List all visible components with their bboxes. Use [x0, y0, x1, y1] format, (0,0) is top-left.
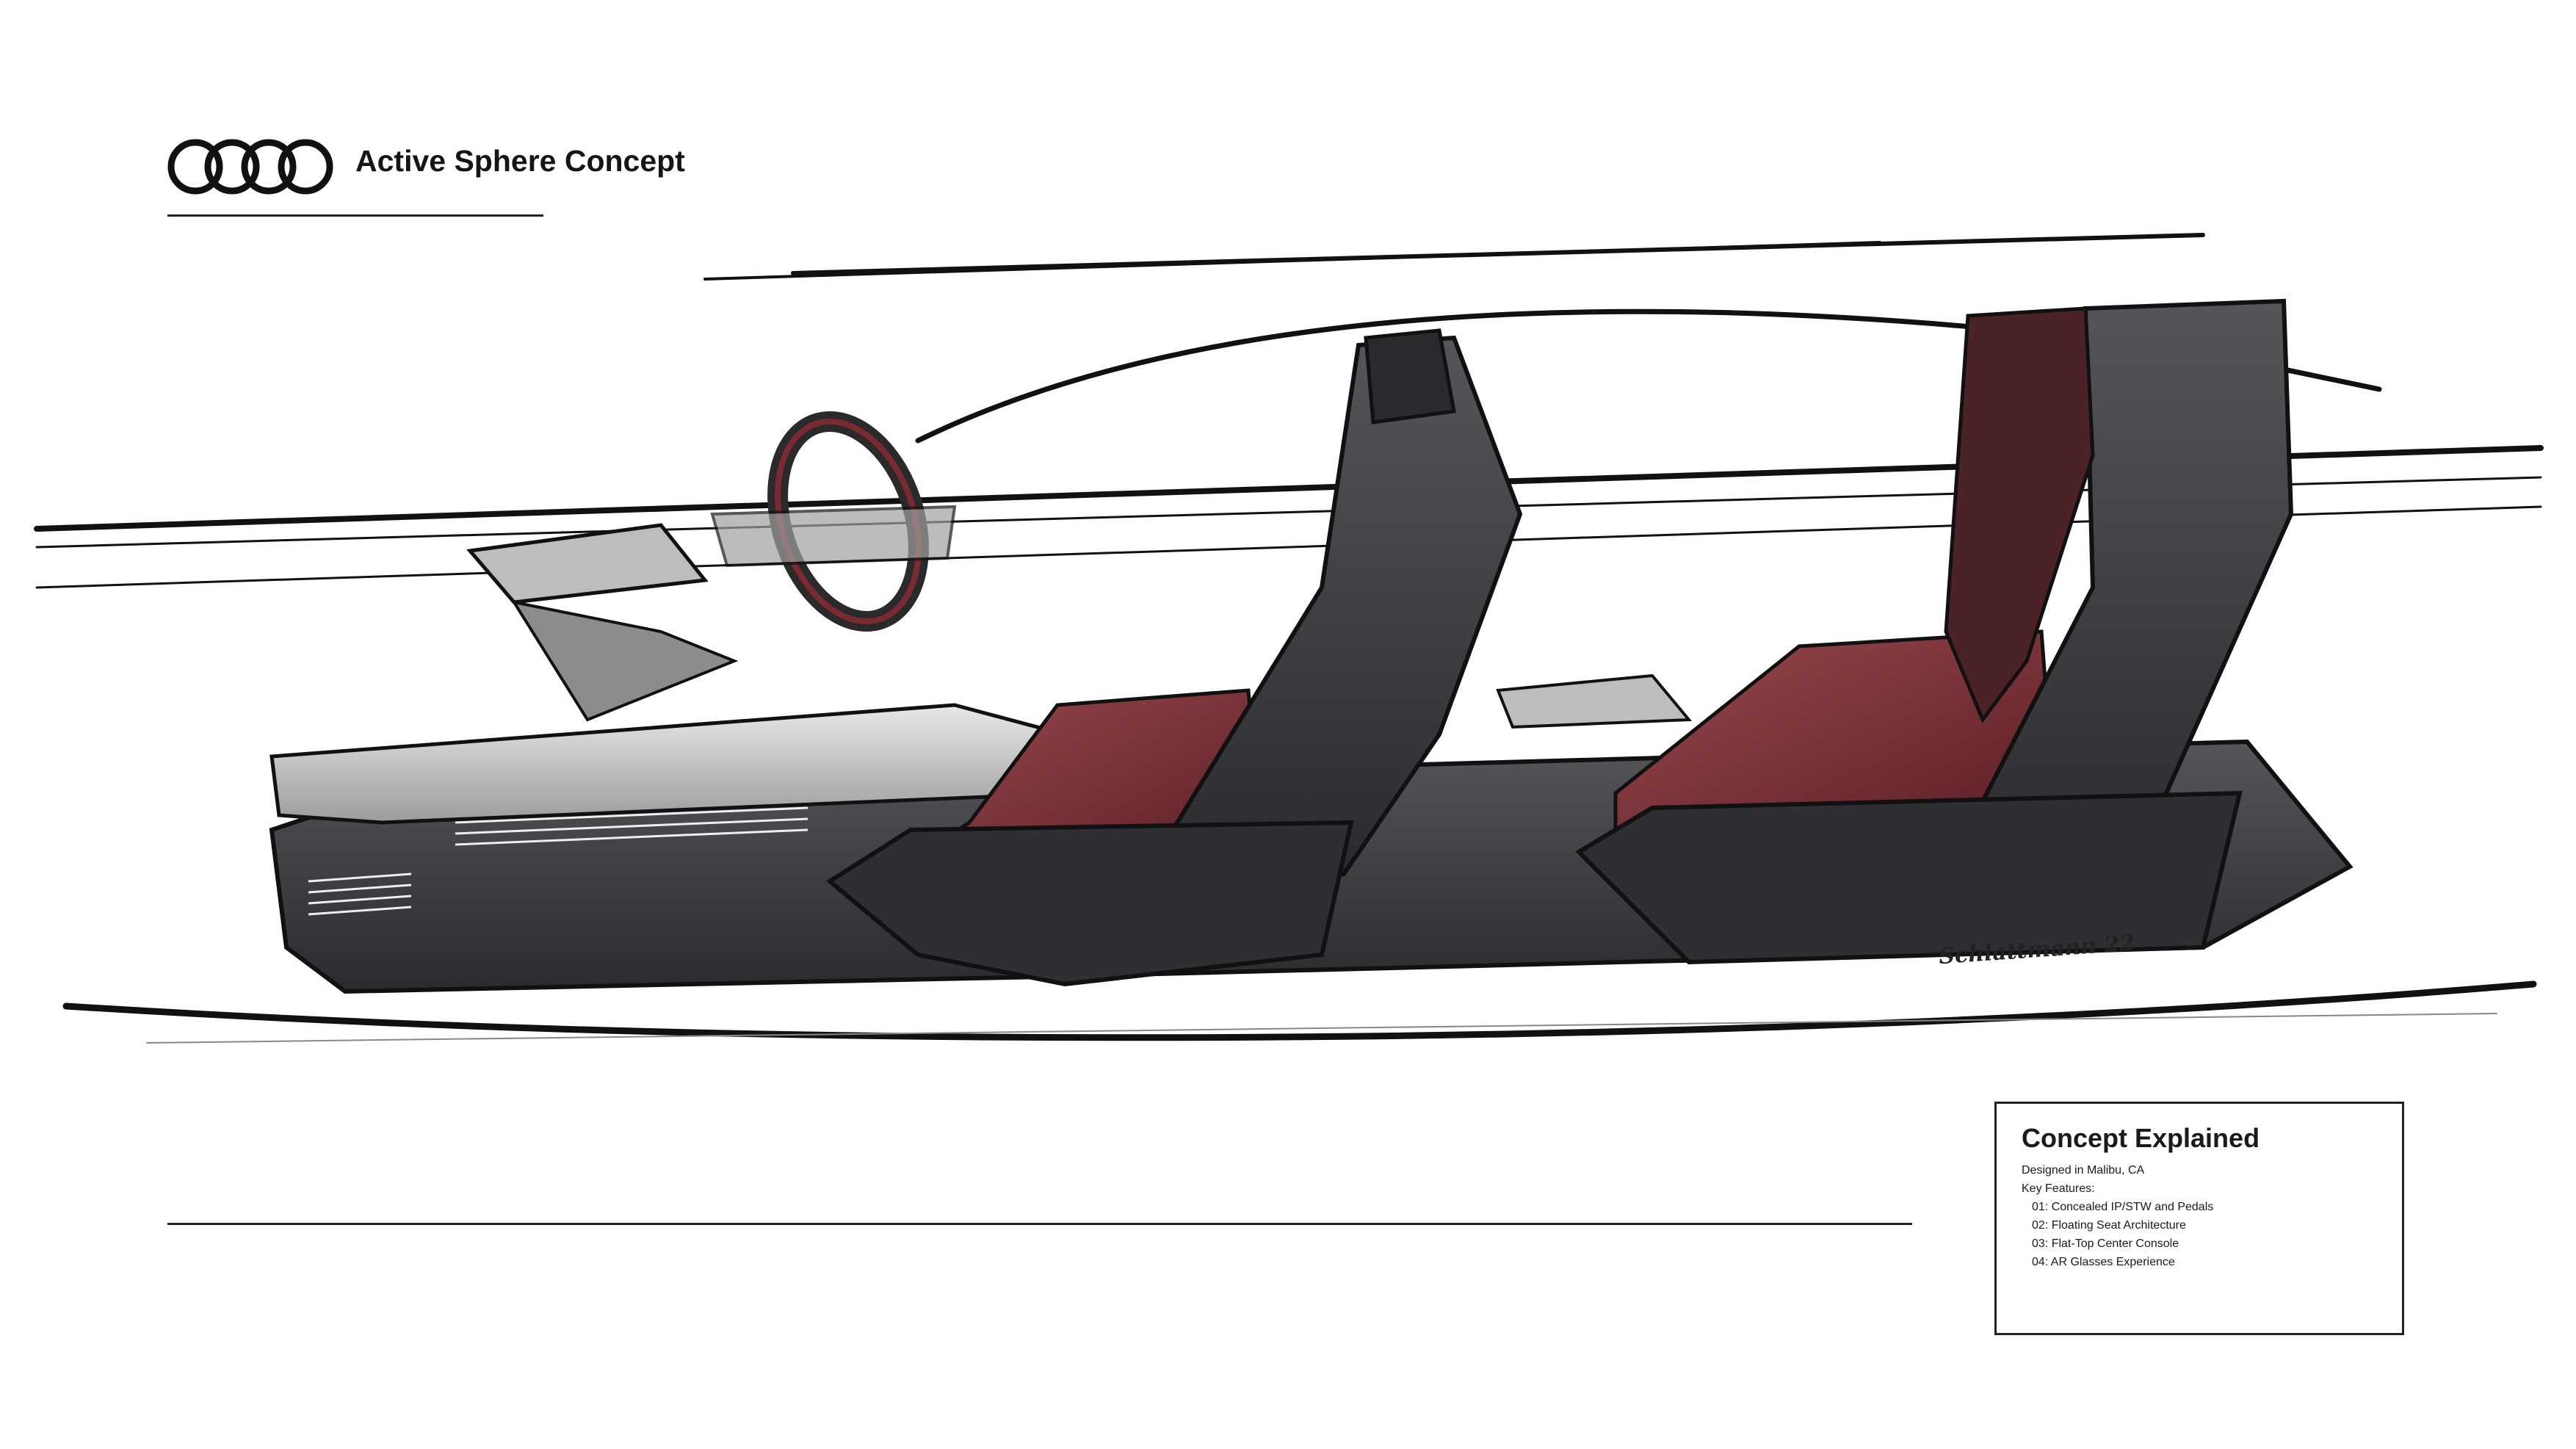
bottom-divider	[167, 1223, 1912, 1225]
four-rings-logo-icon	[167, 139, 333, 195]
features-label: Key Features:	[2022, 1182, 2095, 1195]
concept-info-box: Concept Explained Designed in Malibu, CA…	[1994, 1102, 2404, 1335]
info-box-title: Concept Explained	[2022, 1123, 2260, 1153]
front-seat-back	[1141, 335, 1523, 876]
feature-item: 02: Floating Seat Architecture	[2032, 1219, 2186, 1232]
interior-sketch	[34, 233, 2544, 1044]
feature-item: 04: AR Glasses Experience	[2032, 1256, 2175, 1268]
design-location: Designed in Malibu, CA	[2022, 1164, 2145, 1177]
title-divider	[167, 214, 543, 217]
features-list: 01: Concealed IP/STW and Pedals 02: Floa…	[2022, 1198, 2377, 1271]
page-title: Active Sphere Concept	[355, 144, 685, 178]
feature-item: 01: Concealed IP/STW and Pedals	[2032, 1201, 2214, 1213]
dashboard	[466, 523, 709, 604]
feature-item: 03: Flat-Top Center Console	[2032, 1237, 2179, 1250]
